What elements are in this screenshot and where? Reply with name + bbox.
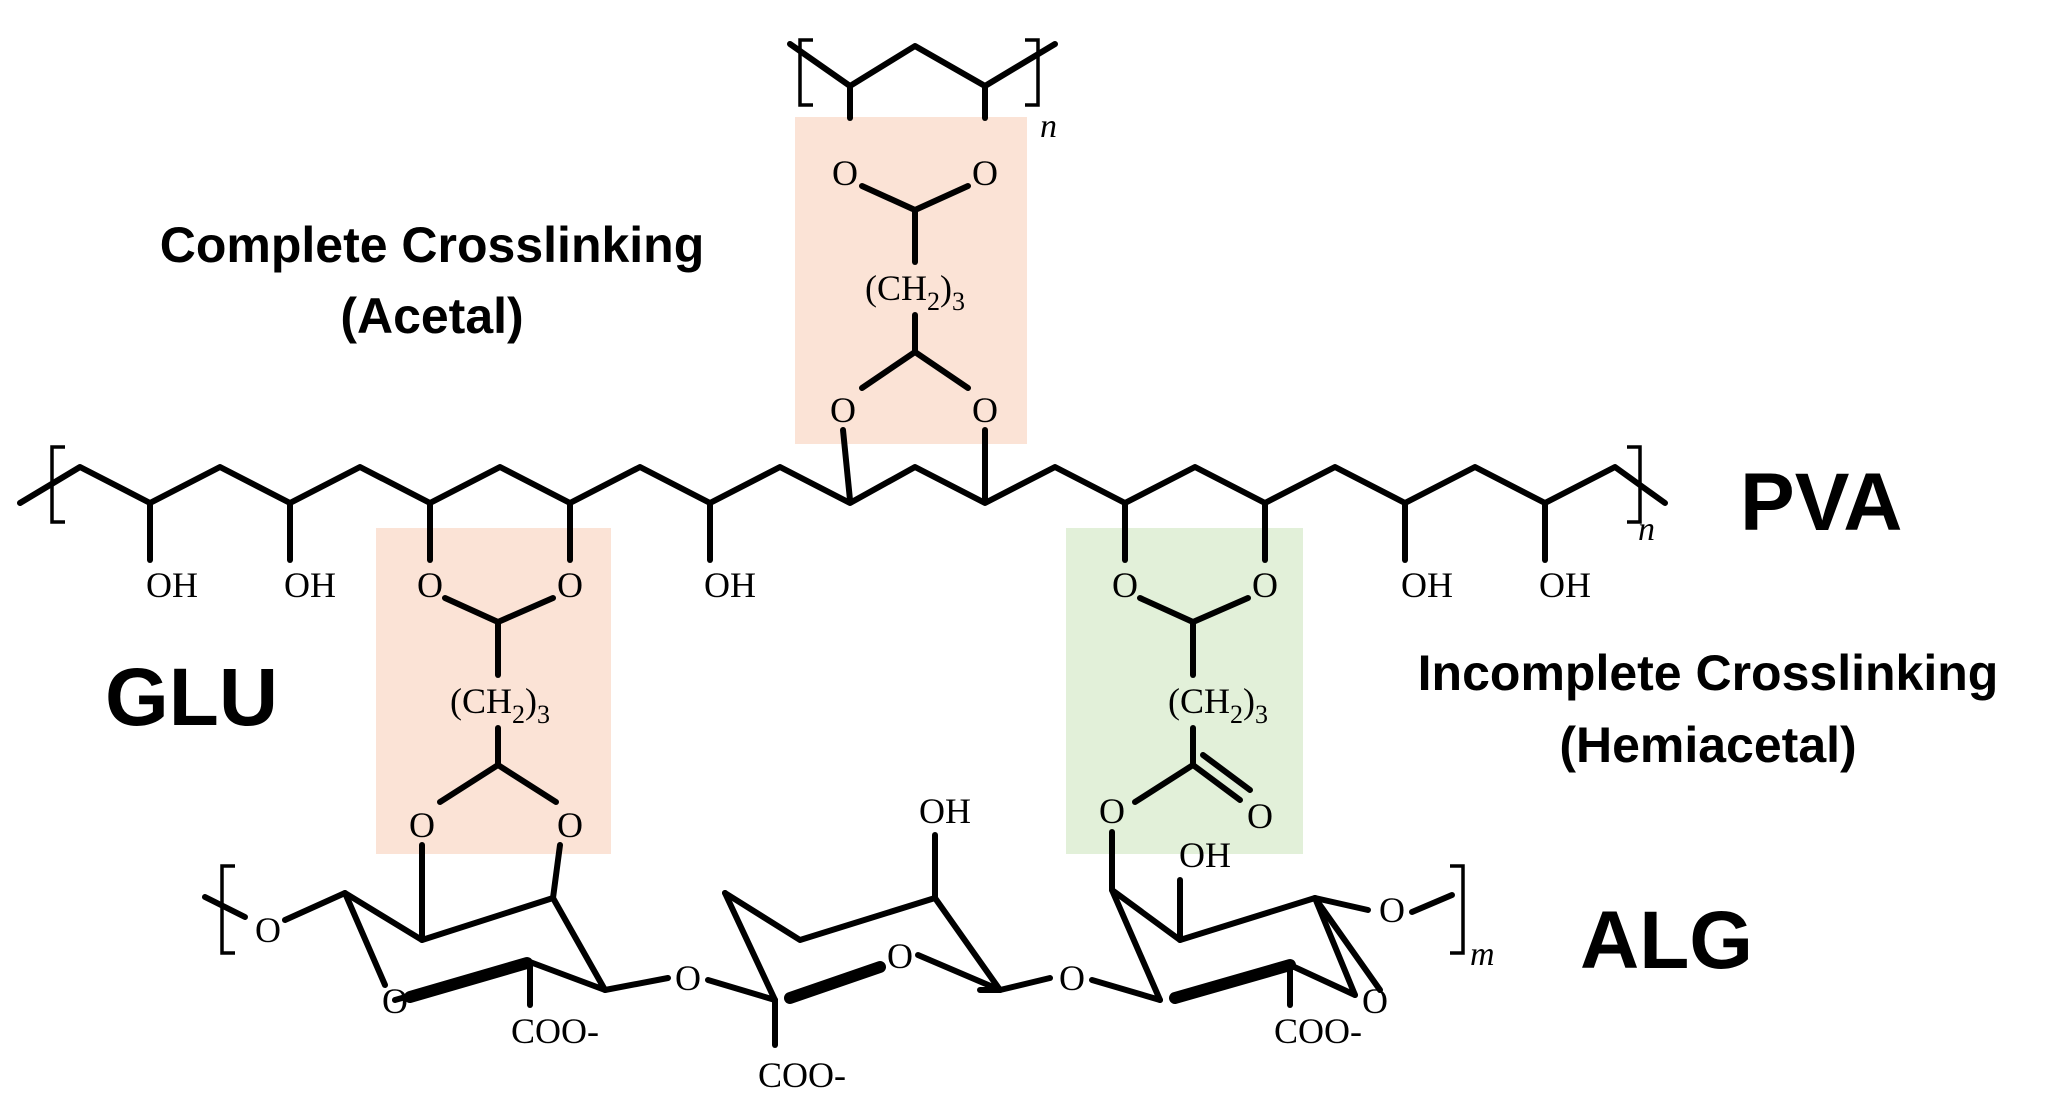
alg-repeat-m: m xyxy=(1470,936,1495,973)
hydroxyl-label: OH xyxy=(704,565,756,605)
right-hemiacetal-highlight xyxy=(1066,528,1303,854)
carboxylate-label: COO- xyxy=(511,1011,599,1051)
pva-label: PVA xyxy=(1740,457,1903,548)
atom-o: O xyxy=(1112,565,1138,605)
alg-label: ALG xyxy=(1580,895,1753,986)
atom-o: O xyxy=(972,153,998,193)
atom-o: O xyxy=(409,805,435,845)
atom-o: O xyxy=(1247,796,1273,836)
atom-o: O xyxy=(830,390,856,430)
atom-o: O xyxy=(832,153,858,193)
atom-o: O xyxy=(255,910,281,950)
pva-repeat-n: n xyxy=(1638,511,1655,548)
left-acetal-highlight xyxy=(376,528,611,854)
hydroxyl-label: OH xyxy=(1401,565,1453,605)
atom-o: O xyxy=(1362,981,1388,1021)
right-hemiacetal-crosslink: O O (CH2)3 O O xyxy=(1099,565,1278,893)
atom-o: O xyxy=(972,390,998,430)
atom-o: O xyxy=(1099,791,1125,831)
incomplete-crosslinking-subtitle: (Hemiacetal) xyxy=(1559,717,1856,773)
hydroxyl-label: OH xyxy=(919,791,971,831)
hydroxyl-label: OH xyxy=(1539,565,1591,605)
alg-chain: m O O COO- O O OH COO- O OH COO- xyxy=(202,791,1495,1095)
complete-crosslinking-title: Complete Crosslinking xyxy=(160,217,705,273)
atom-o: O xyxy=(1252,565,1278,605)
atom-o: O xyxy=(557,805,583,845)
atom-o: O xyxy=(557,565,583,605)
ch2-group-left: (CH2)3 xyxy=(450,681,550,729)
complete-crosslinking-subtitle: (Acetal) xyxy=(340,288,523,344)
glu-label: GLU xyxy=(105,652,278,743)
atom-o: O xyxy=(675,958,701,998)
ch2-group-right: (CH2)3 xyxy=(1168,681,1268,729)
top-repeat-n: n xyxy=(1040,108,1057,145)
hydroxyl-label: OH xyxy=(284,565,336,605)
incomplete-crosslinking-title: Incomplete Crosslinking xyxy=(1418,645,1999,701)
hydroxyl-label: OH xyxy=(146,565,198,605)
atom-o: O xyxy=(1059,958,1085,998)
atom-o: O xyxy=(382,981,408,1021)
top-acetal-highlight xyxy=(795,117,1027,444)
atom-o: O xyxy=(417,565,443,605)
carboxylate-label: COO- xyxy=(1274,1011,1362,1051)
atom-o: O xyxy=(1379,890,1405,930)
atom-o: O xyxy=(887,936,913,976)
pva-chain: n OH OH OH OH OH xyxy=(17,445,1668,605)
top-pva-unit: n O O (CH2)3 O O xyxy=(787,38,1058,503)
carboxylate-label: COO- xyxy=(758,1055,846,1095)
left-acetal-crosslink: O O (CH2)3 O O xyxy=(409,565,583,943)
hydroxyl-label: OH xyxy=(1179,835,1231,875)
ch2-group-top: (CH2)3 xyxy=(865,268,965,316)
